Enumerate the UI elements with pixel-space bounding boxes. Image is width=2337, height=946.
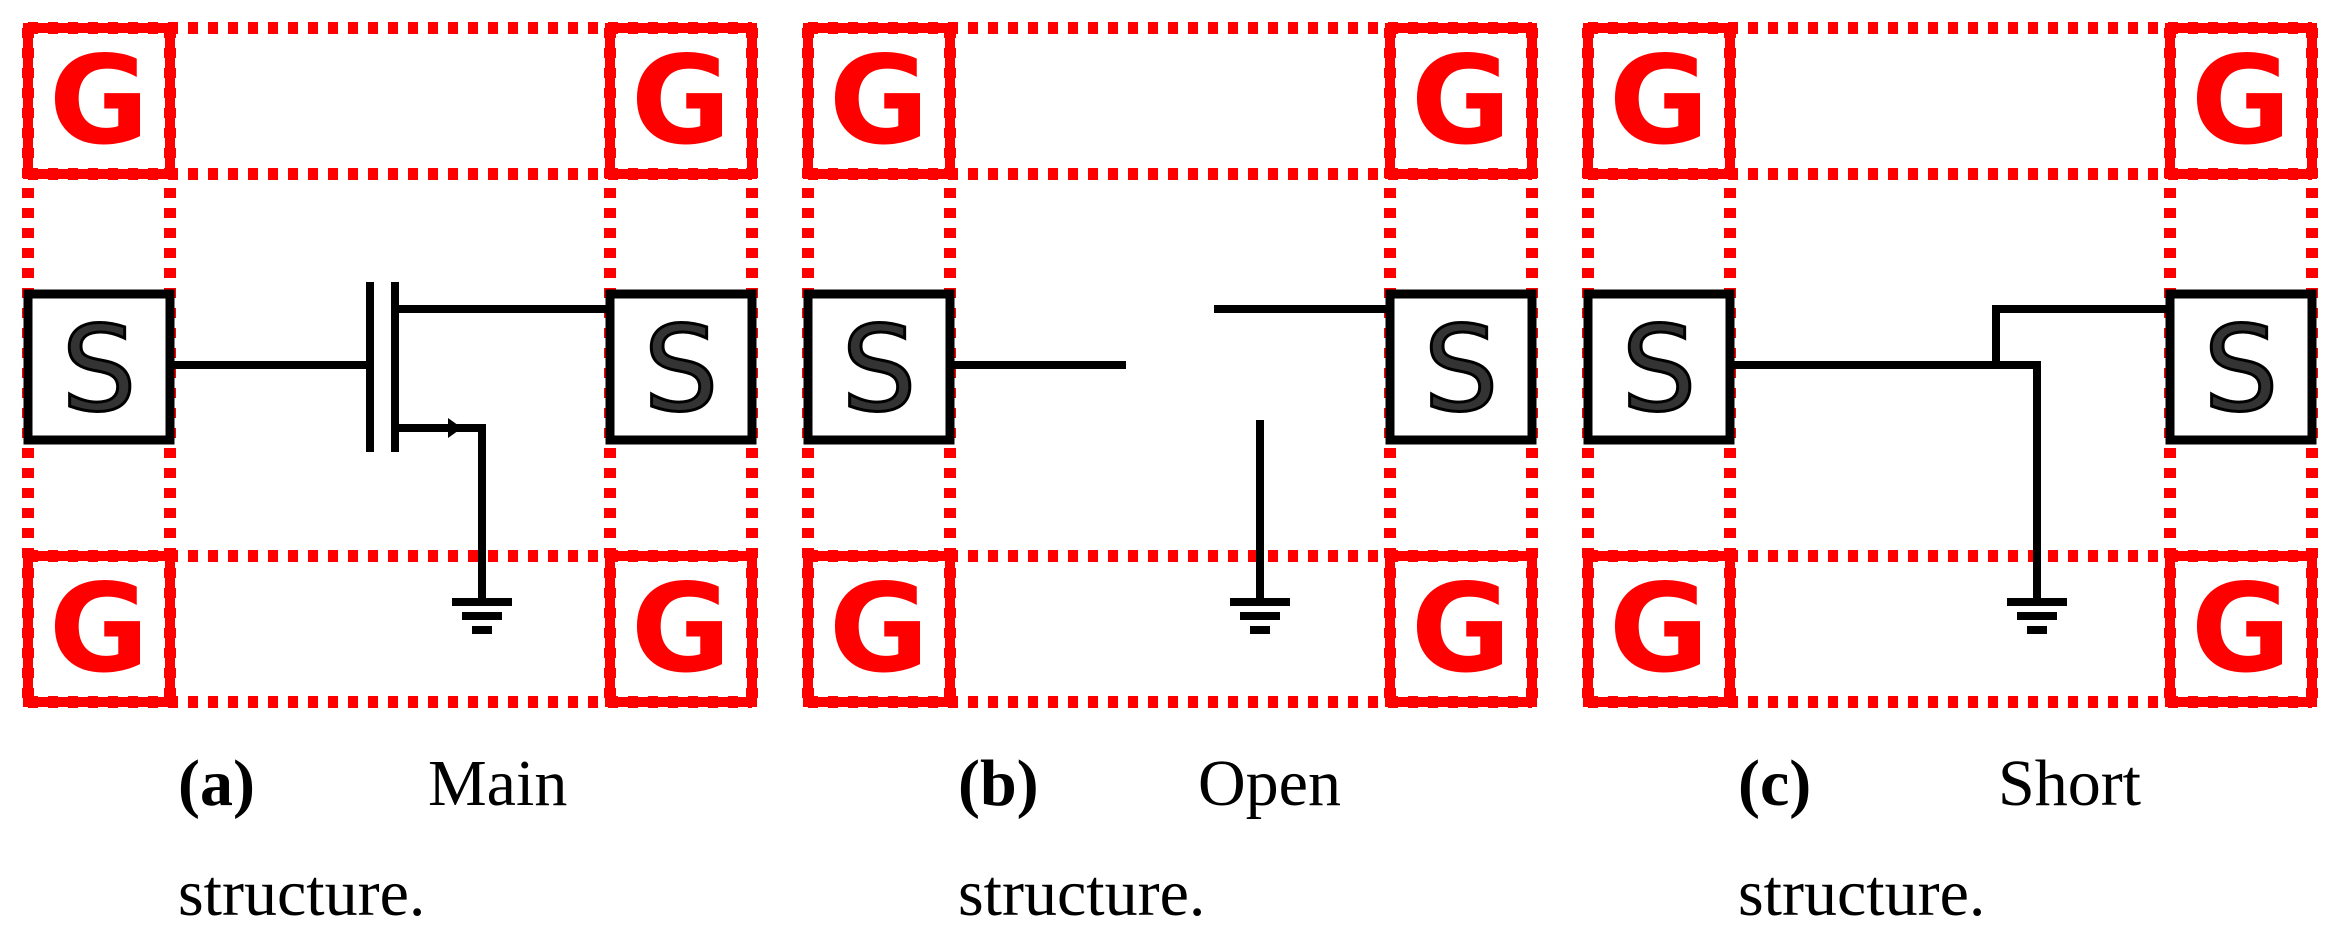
signal-pad-right: S [605,289,757,445]
ground-symbol [1230,598,1290,634]
ground-pad-top-right: G [605,23,757,179]
ground-symbol [2007,598,2067,634]
ground-pad-top-right: G [2165,23,2317,179]
ground-pad-bottom-right: G [2165,551,2317,707]
caption-letter: (a) [178,747,255,820]
panel-a: G G G G S S [22,22,758,930]
ground-pad-label: G [49,30,149,172]
source-arrow [448,418,462,438]
signal-pad-label: S [1622,300,1697,438]
ground-pad-label: G [829,30,929,172]
ground-symbol [452,598,512,634]
ground-pad-top-right: G [1385,23,1537,179]
ground-pad-top-left: G [803,23,955,179]
caption-word: Open [1198,747,1341,820]
ground-pad-label: G [829,558,929,700]
ground-pad-label: G [2191,558,2291,700]
signal-pad-right: S [1385,289,1537,445]
right-wire [1992,305,2170,365]
ground-pad-label: G [49,558,149,700]
short-wires [1730,305,2170,600]
ground-pad-label: G [1609,558,1709,700]
ground-pad-bottom-right: G [605,551,757,707]
caption-line2: structure. [958,857,1205,930]
ground-pad-top-left: G [1583,23,1735,179]
ground-pad-label: G [1411,558,1511,700]
signal-pad-left: S [23,289,175,445]
caption-b: (b) Open structure. [958,747,1341,930]
signal-pad-label: S [644,300,719,438]
caption-line2: structure. [178,857,425,930]
ground-pad-top-left: G [23,23,175,179]
open-wires [950,305,1390,600]
ground-pad-label: G [631,558,731,700]
caption-word: Short [1998,747,2141,820]
ground-pad-bottom-left: G [23,551,175,707]
source-wire [395,424,486,600]
panel-b: G G G G S S [802,22,1538,930]
ground-pad-label: G [1609,30,1709,172]
ground-pad-bottom-left: G [803,551,955,707]
caption-letter: (b) [958,747,1039,820]
panel-c: G G G G S S [1582,22,2318,930]
ground-pad-bottom-left: G [1583,551,1735,707]
signal-pad-left: S [1583,289,1735,445]
ground-pad-bottom-right: G [1385,551,1537,707]
signal-pad-left: S [803,289,955,445]
caption-word: Main [428,747,567,820]
caption-line2: structure. [1738,857,1985,930]
signal-pad-label: S [1424,300,1499,438]
caption-a: (a) Main structure. [178,747,567,930]
signal-pad-label: S [62,300,137,438]
signal-pad-label: S [842,300,917,438]
caption-letter: (c) [1738,747,1811,820]
caption-c: (c) Short structure. [1738,747,2141,930]
ground-pad-label: G [2191,30,2291,172]
transistor-symbol [170,282,610,600]
signal-pad-right: S [2165,289,2317,445]
ground-pad-label: G [631,30,731,172]
signal-pad-label: S [2204,300,2279,438]
ground-pad-label: G [1411,30,1511,172]
